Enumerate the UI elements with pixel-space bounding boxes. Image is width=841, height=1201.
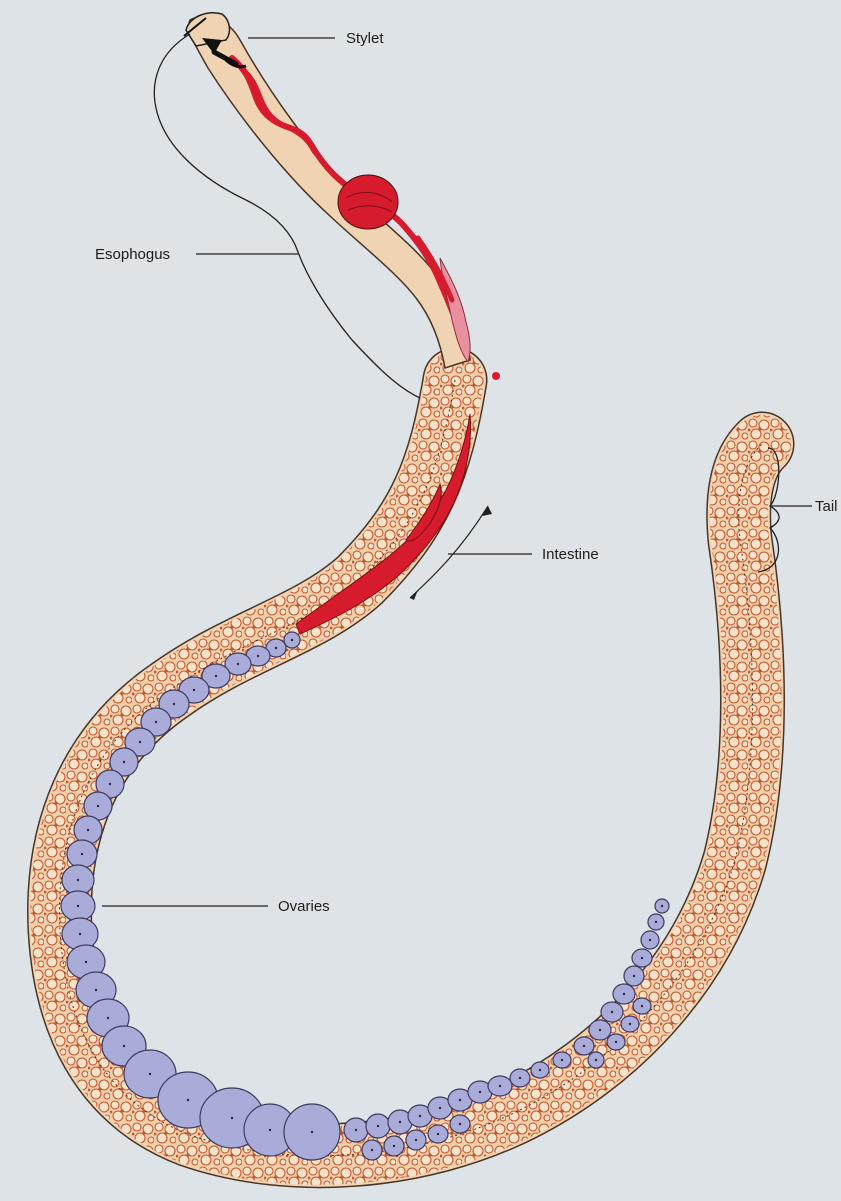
posterior-nucleus-6 bbox=[479, 1091, 481, 1093]
posterior-nucleus-10 bbox=[561, 1059, 563, 1061]
median-bulb bbox=[338, 175, 398, 229]
anterior-nucleus-9 bbox=[123, 761, 125, 763]
anterior-nucleus-18 bbox=[95, 989, 97, 991]
anterior-nucleus-13 bbox=[81, 853, 83, 855]
anterior-nucleus-11 bbox=[97, 805, 99, 807]
anterior-nucleus-17 bbox=[85, 961, 87, 963]
anterior-nucleus-20 bbox=[123, 1045, 125, 1047]
anterior-nucleus-21 bbox=[149, 1073, 151, 1075]
posterior-nucleus-2 bbox=[399, 1121, 401, 1123]
anterior-nucleus-3 bbox=[237, 663, 239, 665]
anterior-nucleus-12 bbox=[87, 829, 89, 831]
posterior-b-nucleus-0 bbox=[371, 1149, 373, 1151]
anterior-nucleus-19 bbox=[107, 1017, 109, 1019]
posterior-nucleus-3 bbox=[419, 1115, 421, 1117]
label-tail: Tail bbox=[815, 498, 838, 515]
posterior-b-nucleus-5 bbox=[595, 1059, 597, 1061]
posterior-nucleus-16 bbox=[641, 957, 643, 959]
anterior-nucleus-10 bbox=[109, 783, 111, 785]
posterior-nucleus-17 bbox=[649, 939, 651, 941]
anterior-nucleus-7 bbox=[155, 721, 157, 723]
posterior-nucleus-5 bbox=[459, 1099, 461, 1101]
anterior-nucleus-4 bbox=[215, 675, 217, 677]
anterior-nucleus-24 bbox=[269, 1129, 271, 1131]
posterior-nucleus-0 bbox=[355, 1129, 357, 1131]
posterior-nucleus-1 bbox=[377, 1125, 379, 1127]
posterior-b-nucleus-6 bbox=[615, 1041, 617, 1043]
posterior-nucleus-7 bbox=[499, 1085, 501, 1087]
posterior-nucleus-11 bbox=[583, 1045, 585, 1047]
posterior-nucleus-18 bbox=[655, 921, 657, 923]
posterior-b-nucleus-1 bbox=[393, 1145, 395, 1147]
posterior-nucleus-19 bbox=[661, 905, 663, 907]
posterior-nucleus-14 bbox=[623, 993, 625, 995]
posterior-nucleus-4 bbox=[439, 1107, 441, 1109]
anterior-nucleus-2 bbox=[257, 655, 259, 657]
anterior-nucleus-14 bbox=[77, 879, 79, 881]
posterior-nucleus-15 bbox=[633, 975, 635, 977]
label-intestine: Intestine bbox=[542, 546, 599, 563]
anterior-nucleus-8 bbox=[139, 741, 141, 743]
posterior-nucleus-13 bbox=[611, 1011, 613, 1013]
posterior-nucleus-12 bbox=[599, 1029, 601, 1031]
posterior-b-nucleus-2 bbox=[415, 1139, 417, 1141]
label-stylet: Stylet bbox=[346, 30, 384, 47]
anterior-nucleus-5 bbox=[193, 689, 195, 691]
anterior-nucleus-16 bbox=[79, 933, 81, 935]
posterior-b-nucleus-3 bbox=[437, 1133, 439, 1135]
anterior-nucleus-22 bbox=[187, 1099, 189, 1101]
anterior-nucleus-0 bbox=[291, 639, 293, 641]
anterior-nucleus-1 bbox=[275, 647, 277, 649]
anterior-nucleus-23 bbox=[231, 1117, 233, 1119]
label-ovaries: Ovaries bbox=[278, 898, 330, 915]
posterior-b-nucleus-4 bbox=[459, 1123, 461, 1125]
posterior-nucleus-9 bbox=[539, 1069, 541, 1071]
anterior-nucleus-6 bbox=[173, 703, 175, 705]
anterior-nucleus-25 bbox=[311, 1131, 313, 1133]
posterior-b-nucleus-7 bbox=[629, 1023, 631, 1025]
label-esophogus: Esophogus bbox=[95, 246, 170, 263]
posterior-nucleus-8 bbox=[519, 1077, 521, 1079]
posterior-b-nucleus-8 bbox=[641, 1005, 643, 1007]
anterior-nucleus-15 bbox=[77, 905, 79, 907]
